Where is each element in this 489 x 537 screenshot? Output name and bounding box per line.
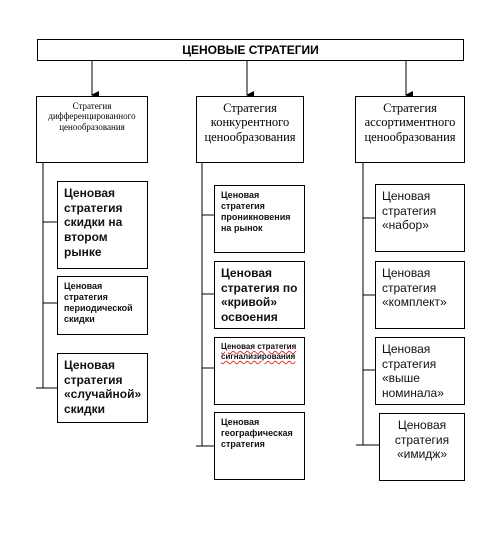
item-bundle: Ценовая стратегия «комплект» <box>375 261 465 329</box>
item-curve-of-mastery: Ценовая стратегия по «кривой» освоения <box>214 261 305 329</box>
main-title: ЦЕНОВЫЕ СТРАТЕГИИ <box>182 43 319 57</box>
category-differentiated: Стратегия дифференцированного ценообразо… <box>36 96 148 163</box>
item-second-market-discount: Ценовая стратегия скидки на втором рынке <box>57 181 148 269</box>
item-random-discount: Ценовая стратегия «случайной» скидки <box>57 353 148 423</box>
item-set: Ценовая стратегия «набор» <box>375 184 465 252</box>
item-above-par: Ценовая стратегия «выше номинала» <box>375 337 465 405</box>
item-market-penetration: Ценовая стратегия проникновения на рынок <box>214 185 305 253</box>
category-competitive: Стратегия конкурентного ценообразования <box>196 96 304 163</box>
category-assortment: Стратегия ассортиментного ценообразовани… <box>355 96 465 163</box>
main-title-box: ЦЕНОВЫЕ СТРАТЕГИИ <box>37 39 464 61</box>
category-label: Стратегия ассортиментного ценообразовани… <box>364 101 456 144</box>
item-signaling: Ценовая стратегия сигнализирования <box>214 337 305 405</box>
item-periodic-discount: Ценовая стратегия периодической скидки <box>57 276 148 335</box>
item-image: Ценовая стратегия «имидж» <box>379 413 465 481</box>
item-geographic: Ценовая географическая стратегия <box>214 412 305 480</box>
category-label: Стратегия конкурентного ценообразования <box>204 101 296 144</box>
category-label: Стратегия дифференцированного ценообразо… <box>48 101 136 132</box>
